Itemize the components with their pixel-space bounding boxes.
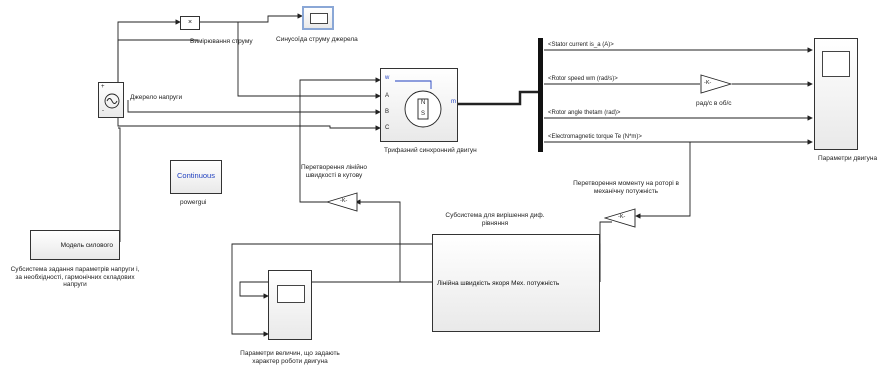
- sync-motor-block[interactable]: w A B C m N S: [380, 68, 458, 142]
- port-b: B: [385, 109, 390, 115]
- wire-source-to-motor-c: [117, 118, 381, 131]
- wire-ode-to-gain: [355, 199, 432, 283]
- scope-screen: [277, 285, 305, 303]
- voltage-source-block[interactable]: + -: [98, 82, 124, 118]
- params-scope-block[interactable]: [268, 270, 312, 340]
- wire-source-to-measure: [117, 39, 198, 82]
- wire-motor-to-bus: [458, 90, 540, 106]
- gain-linear-text: -K-: [340, 198, 348, 204]
- bus-signal-3: <Rotor angle thetam (rad)>: [548, 110, 621, 116]
- wire-ode-to-params-2: [231, 243, 601, 337]
- bus-selector-bar: [538, 38, 543, 152]
- voltage-source-label: Джерело напруги: [130, 94, 183, 101]
- wire-source-to-product: [117, 19, 181, 82]
- rotor-s: S: [421, 111, 426, 117]
- bus-signal-2: <Rotor speed wm (rad/s)>: [548, 76, 618, 82]
- current-scope-block[interactable]: [302, 6, 334, 30]
- model-subsystem-text: Модель силового: [60, 242, 113, 249]
- model-subsystem-block[interactable]: Модель силового: [30, 230, 120, 260]
- powergui-block[interactable]: Continuous: [170, 160, 222, 194]
- port-minus: -: [102, 108, 104, 114]
- gain-torque-block[interactable]: [604, 208, 636, 228]
- motor-scope-block[interactable]: [814, 38, 858, 150]
- current-calc-label: Вимірювання струму: [190, 38, 253, 45]
- gain-rpm-block[interactable]: [700, 74, 732, 94]
- wire-ode-to-params-1: [239, 281, 432, 299]
- ac-source-icon: [104, 93, 120, 109]
- wire-product-to-motor-a: [200, 21, 381, 99]
- ode-subsystem-label: Субсистема для вирішення диф. рівняння: [445, 212, 545, 227]
- wire-product-to-scope: [200, 13, 303, 23]
- gain-torque-label: Перетворення моменту на роторі в механіч…: [573, 180, 679, 195]
- motor-scope-label: Параметри двигуна: [818, 155, 878, 162]
- gain-linear-label: Перетворення лінійно швидкості в кутову: [300, 164, 368, 179]
- port-plus: +: [101, 84, 105, 90]
- port-c: C: [385, 125, 390, 131]
- wire-gain-to-motor-w: [299, 77, 381, 203]
- gain-rpm-text: -K-: [704, 80, 712, 86]
- wire-source-to-motor-b: [127, 100, 381, 115]
- bus-signal-1: <Stator current is_a (A)>: [548, 42, 614, 48]
- gain-torque-text: -K-: [618, 214, 626, 220]
- ode-subsystem-text: Лінійна швидкість якоря Мех. потужність: [437, 280, 560, 287]
- wire-torque-to-gain: [635, 142, 691, 219]
- scope-screen: [310, 13, 328, 24]
- scope-screen: [822, 51, 850, 77]
- gain-linear-block[interactable]: [326, 192, 358, 212]
- port-w: w: [385, 75, 390, 81]
- current-scope-label: Синусоїда струму джерела: [276, 36, 358, 43]
- gain-rpm-label: рад/с в об/с: [696, 100, 732, 107]
- params-scope-label: Параметри величин, що задають характер р…: [240, 350, 340, 365]
- sync-motor-label: Трифазний синхронний двигун: [384, 147, 477, 154]
- ode-subsystem-block[interactable]: Лінійна швидкість якоря Мех. потужність: [432, 234, 600, 332]
- wire-model-to-source: [118, 127, 121, 242]
- model-subsystem-label: Субсистема задання параметрів напруги і,…: [10, 266, 140, 288]
- port-m: m: [451, 99, 456, 105]
- motor-icon: [395, 80, 442, 128]
- port-a: A: [385, 93, 390, 99]
- powergui-label: powergui: [180, 199, 207, 206]
- wire-gain-to-ode: [599, 221, 612, 282]
- product-block[interactable]: ×: [180, 16, 200, 30]
- powergui-text: Continuous: [177, 171, 215, 180]
- product-symbol: ×: [187, 19, 193, 26]
- bus-signal-4: <Electromagnetic torque Te (N*m)>: [548, 134, 642, 140]
- rotor-n: N: [421, 100, 426, 106]
